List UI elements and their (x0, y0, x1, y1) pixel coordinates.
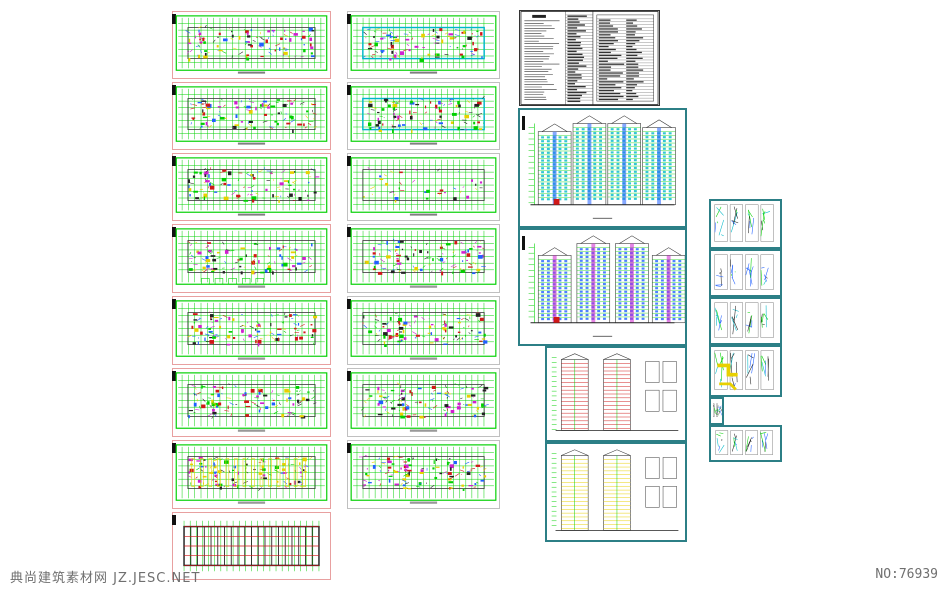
floor-plan-drawing-icon (175, 372, 328, 432)
floor-plan-drawing-icon (350, 444, 497, 504)
floor-plan-drawing-icon (175, 86, 328, 145)
floor-plan-sheet (347, 368, 500, 437)
floor-plan-drawing-icon (350, 15, 497, 74)
floor-plan-drawing-icon (175, 228, 328, 288)
floor-plan-drawing-icon (350, 157, 497, 216)
detail-drawing-icon (714, 350, 774, 391)
floor-plan-sheet (347, 11, 500, 79)
design-notes-sheet (519, 10, 660, 106)
detail-sheet (709, 425, 782, 462)
sheet-tab (172, 156, 176, 166)
floor-plan-drawing-icon (350, 228, 497, 288)
floor-plan-sheet (172, 11, 331, 79)
sheet-tab (347, 156, 351, 166)
sheet-tab (347, 371, 351, 381)
floor-plan-sheet (347, 224, 500, 293)
sheet-tab (172, 443, 176, 453)
detail-drawing-icon (715, 430, 773, 455)
detail-sheet (709, 297, 782, 345)
sheet-tab (172, 14, 176, 24)
sheet-tab (172, 515, 176, 525)
sheet-tab (347, 299, 351, 309)
detail-drawing-icon (713, 403, 722, 418)
sheet-tab (172, 227, 176, 237)
floor-plan-sheet (347, 153, 500, 221)
sheet-tab (522, 116, 525, 130)
foundation-plan-drawing-icon (183, 520, 320, 572)
foundation-plan-sheet (172, 512, 331, 580)
section-drawing-icon (551, 353, 679, 431)
site-watermark: 典尚建筑素材网 JZ.JESC.NET (10, 571, 201, 586)
sheet-tab (347, 14, 351, 24)
sheet-tab (347, 85, 351, 95)
floor-plan-drawing-icon (175, 300, 328, 360)
design-notes-table-icon (520, 11, 659, 105)
floor-plan-drawing-icon (175, 157, 328, 216)
elevation-drawing-icon (528, 235, 685, 337)
floor-plan-sheet (172, 440, 331, 509)
floor-plan-sheet (347, 296, 500, 365)
detail-drawing-icon (714, 254, 774, 290)
sheet-tab (172, 85, 176, 95)
elevation-sheet (518, 108, 687, 228)
drawing-number: NO:76939 (875, 567, 938, 582)
floor-plan-sheet (347, 440, 500, 509)
floor-plan-drawing-icon (175, 15, 328, 74)
detail-sheet (709, 199, 782, 249)
detail-drawing-icon (714, 204, 774, 242)
sheet-tab (347, 443, 351, 453)
elevation-drawing-icon (528, 115, 676, 219)
detail-sheet (709, 249, 782, 297)
sheet-tab (347, 227, 351, 237)
elevation-sheet (518, 228, 687, 346)
floor-plan-drawing-icon (350, 86, 497, 145)
floor-plan-sheet (347, 82, 500, 150)
floor-plan-sheet (172, 82, 331, 150)
section-drawing-icon (551, 449, 679, 531)
sheet-tab (172, 299, 176, 309)
floor-plan-drawing-icon (350, 372, 497, 432)
floor-plan-sheet (172, 296, 331, 365)
section-sheet (545, 442, 687, 542)
floor-plan-drawing-icon (175, 444, 328, 504)
floor-plan-sheet (172, 153, 331, 221)
sheet-tab (522, 236, 525, 250)
detail-sheet (709, 345, 782, 397)
floor-plan-sheet (172, 224, 331, 293)
floor-plan-drawing-icon (350, 300, 497, 360)
detail-sheet (709, 397, 724, 425)
floor-plan-sheet (172, 368, 331, 437)
sheet-tab (172, 371, 176, 381)
detail-drawing-icon (714, 302, 774, 338)
section-sheet (545, 346, 687, 442)
